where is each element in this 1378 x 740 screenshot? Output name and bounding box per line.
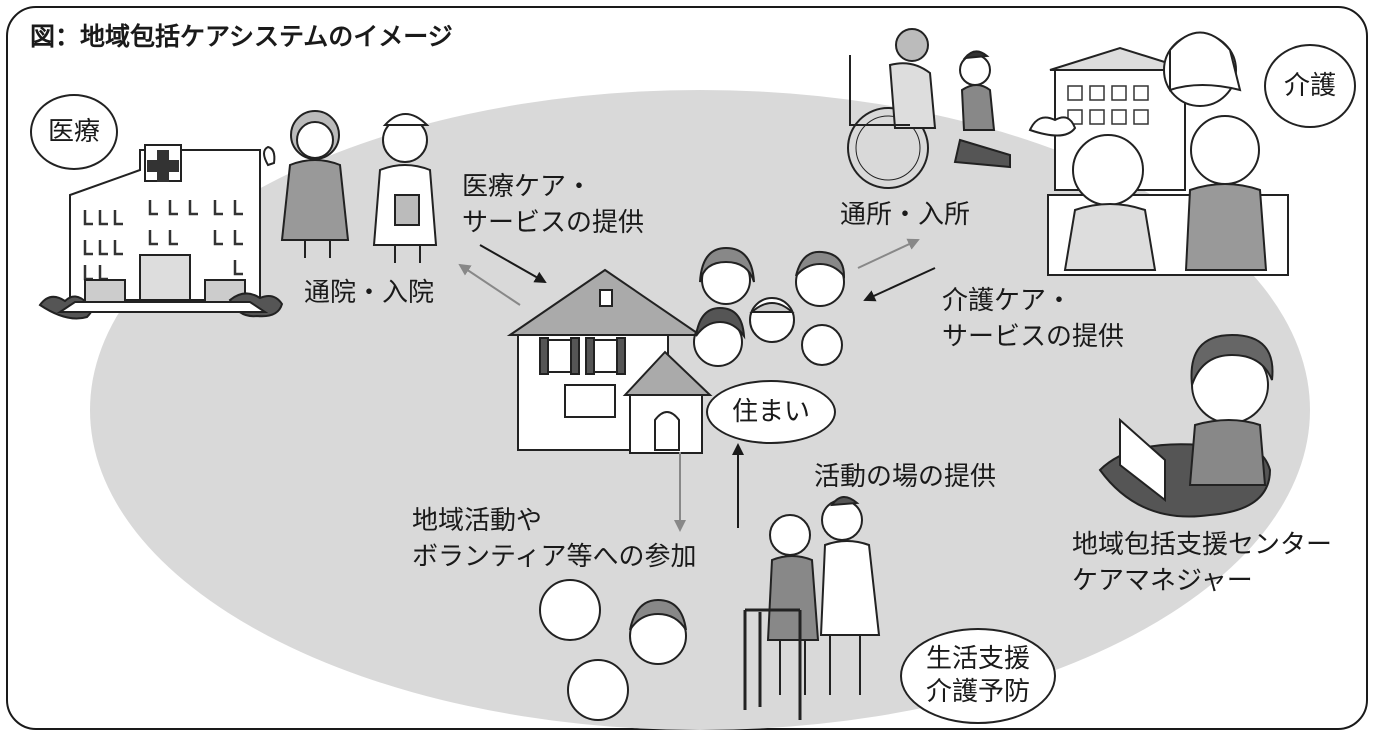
label-outpatient: 通院・入院 [304,278,435,308]
house-illustration [506,268,713,454]
family-faces-illustration [693,246,846,367]
elderly-walker-illustration [743,496,881,720]
label-center-line1: 地域包括支援センター [1072,530,1333,560]
badge-care-label: 介護 [1283,70,1336,101]
label-medical-care-line1: 医療ケア・ [462,172,593,202]
badge-home-label: 住まい [731,396,810,427]
arrow-medical-care [479,244,547,283]
badge-livelihood: 生活支援 介護予防 [900,628,1056,724]
label-center-line2: ケアマネジャー [1072,566,1253,596]
arrow-to-daycare [857,238,920,269]
badge-care: 介護 [1264,44,1356,128]
elderly-faces-illustration [539,579,687,721]
label-community-line1: 地域活動や [412,506,543,536]
diagram-title: 図：地域包括ケアシステムのイメージ [30,22,453,51]
badge-livelihood-line1: 生活支援 [925,644,1030,674]
label-community-line2: ボランティア等への参加 [412,542,697,572]
label-nursing-care-line2: サービスの提供 [942,322,1125,352]
wheelchair-illustration [847,28,1011,189]
badge-medical: 医療 [30,94,118,170]
badge-livelihood-line2: 介護予防 [925,677,1030,707]
label-nursing-care-line1: 介護ケア・ [942,286,1073,316]
label-daycare: 通所・入所 [840,200,971,230]
nursing-home-illustration [1028,31,1289,276]
arrow-nursing-care [863,267,936,302]
badge-home: 住まい [706,380,836,444]
care-manager-illustration [1098,333,1274,518]
doctor-nurse-illustration [263,110,438,263]
badge-medical-label: 医療 [47,116,100,147]
label-medical-care-line2: サービスの提供 [462,208,645,238]
hospital-illustration [38,144,284,320]
label-activity-place: 活動の場の提供 [814,462,997,492]
arrow-to-hospital [458,263,521,306]
